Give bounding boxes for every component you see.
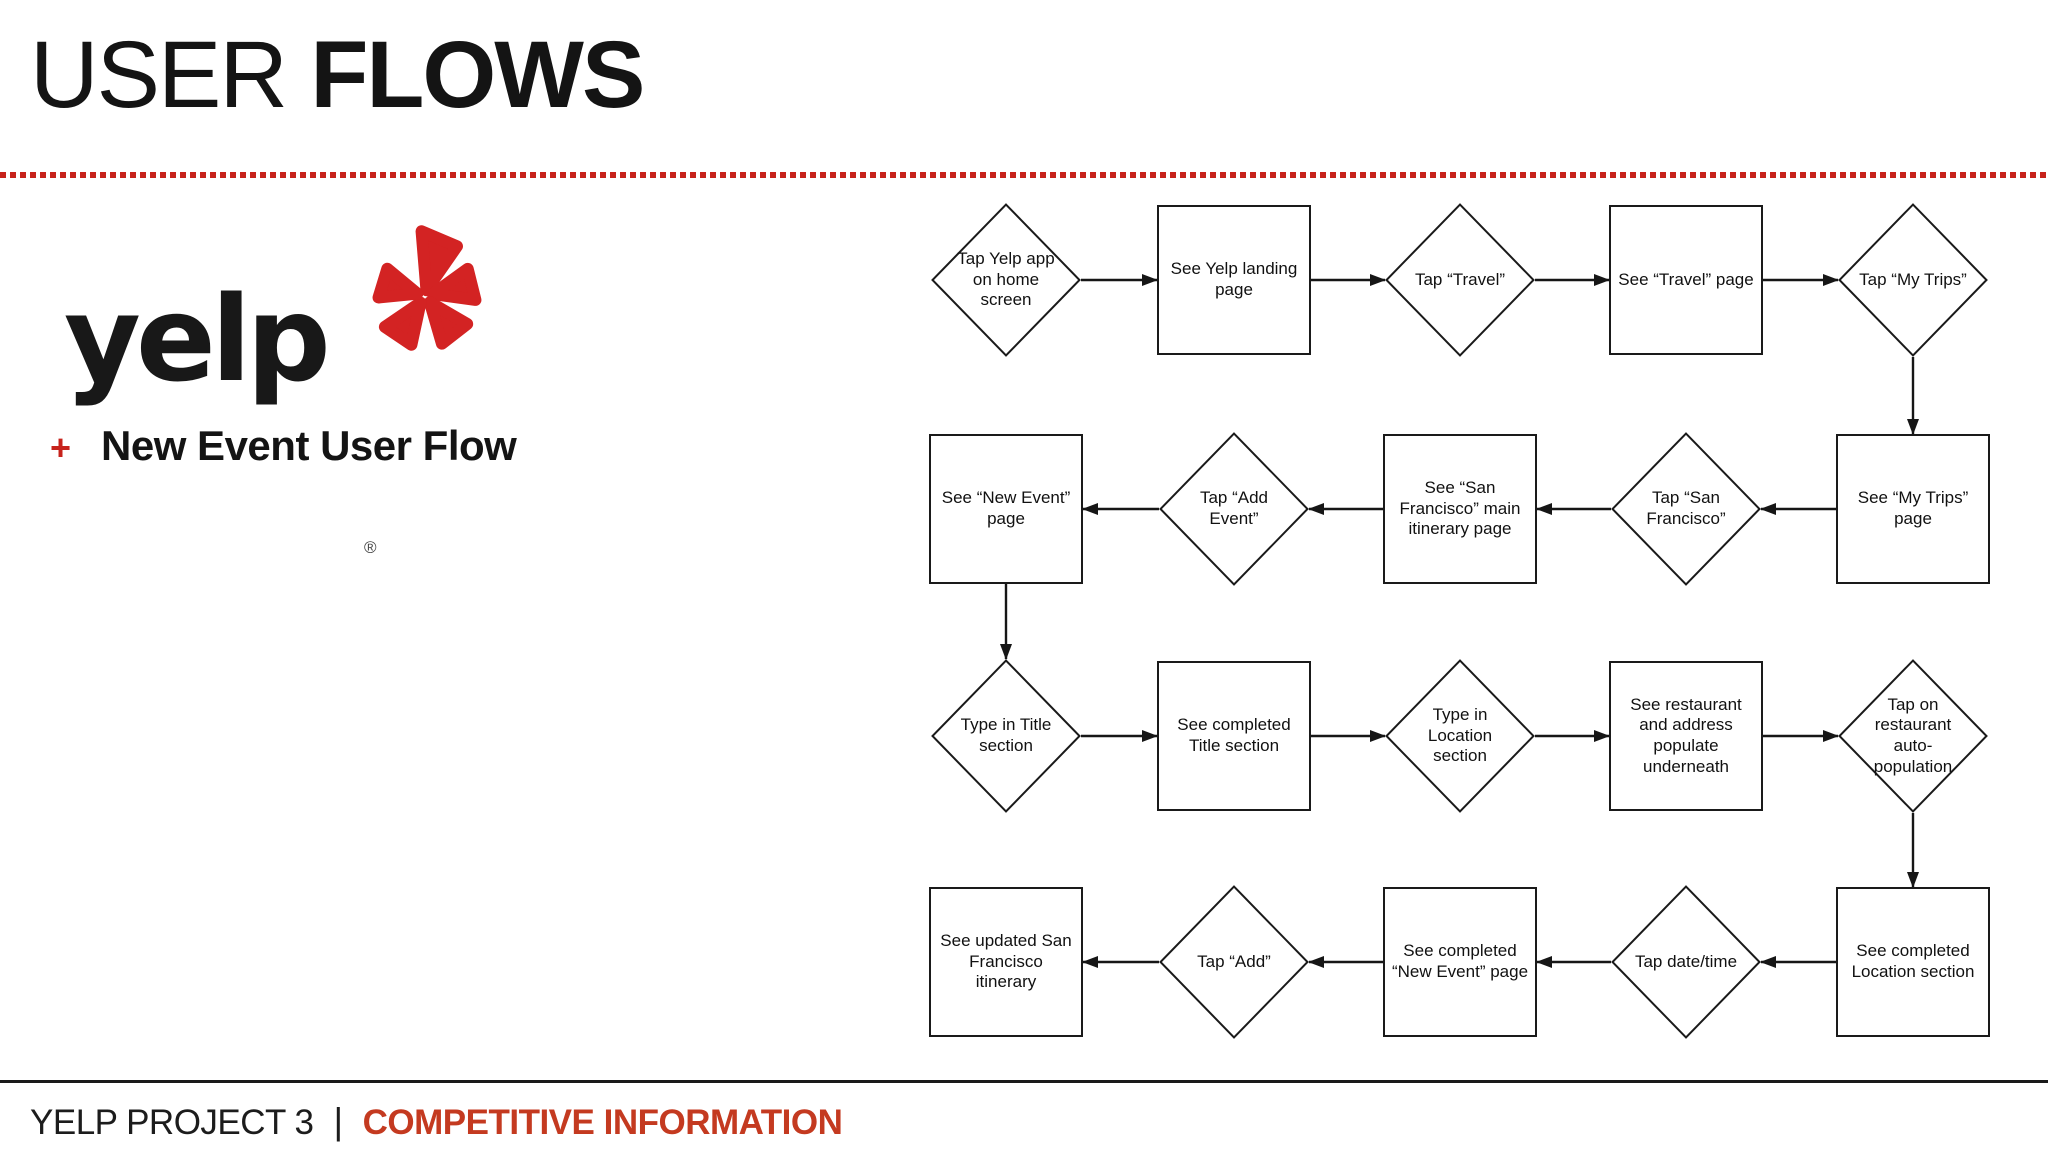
flow-node-rect: See completed Location section bbox=[1836, 887, 1990, 1037]
flow-node-diamond: Type in Title section bbox=[931, 659, 1081, 813]
flow-node-label: Tap “Add Event” bbox=[1199, 488, 1269, 528]
diamond-shape bbox=[931, 203, 1081, 357]
flow-node-diamond: Tap “Travel” bbox=[1385, 203, 1535, 357]
flow-node-diamond: Tap “Add Event” bbox=[1159, 432, 1309, 586]
flow-node-diamond: Tap “My Trips” bbox=[1838, 203, 1988, 357]
diamond-shape bbox=[1385, 203, 1535, 357]
flow-node-diamond: Tap “Add” bbox=[1159, 885, 1309, 1039]
plus-bullet-icon: + bbox=[50, 427, 72, 468]
flow-node-rect: See completed “New Event” page bbox=[1383, 887, 1537, 1037]
flow-node-label: See “Travel” page bbox=[1618, 269, 1754, 289]
flow-heading-label: New Event User Flow bbox=[101, 422, 517, 469]
flow-node-diamond: Tap “San Francisco” bbox=[1611, 432, 1761, 586]
flow-node-label: Tap date/time bbox=[1634, 951, 1738, 971]
diamond-shape bbox=[1838, 203, 1988, 357]
diamond-shape bbox=[1838, 659, 1988, 813]
flow-node-label: See Yelp landing page bbox=[1170, 259, 1298, 299]
footer-rule bbox=[0, 1080, 2048, 1083]
flow-node-rect: See updated San Francisco itinerary bbox=[929, 887, 1083, 1037]
diamond-shape bbox=[1611, 432, 1761, 586]
flow-node-label: See completed “New Event” page bbox=[1391, 941, 1529, 981]
flow-node-rect: See completed Title section bbox=[1157, 661, 1311, 811]
flow-node-label: See restaurant and address populate unde… bbox=[1630, 694, 1742, 776]
diamond-shape bbox=[1385, 659, 1535, 813]
flow-node-label: Tap “My Trips” bbox=[1859, 269, 1967, 289]
yelp-wordmark: yelp bbox=[64, 270, 331, 408]
flow-node-rect: See restaurant and address populate unde… bbox=[1609, 661, 1763, 811]
flow-heading: + New Event User Flow bbox=[50, 422, 517, 470]
yelp-burst-icon bbox=[372, 225, 482, 351]
page-title-bold: FLOWS bbox=[310, 22, 645, 128]
flow-node-label: Type in Title section bbox=[960, 715, 1052, 755]
diamond-shape bbox=[1611, 885, 1761, 1039]
flow-node-label: See “New Event” page bbox=[941, 488, 1071, 528]
flow-node-label: Tap on restaurant auto-population bbox=[1873, 694, 1953, 776]
flow-node-diamond: Tap Yelp app on home screen bbox=[931, 203, 1081, 357]
flow-node-label: See “My Trips” page bbox=[1857, 488, 1969, 528]
flow-node-label: See updated San Francisco itinerary bbox=[940, 930, 1072, 992]
footer-divider: | bbox=[333, 1101, 344, 1142]
footer-project-label: YELP PROJECT 3 bbox=[30, 1103, 314, 1142]
flow-node-label: Tap “Travel” bbox=[1414, 269, 1506, 289]
footer: YELP PROJECT 3 | COMPETITIVE INFORMATION bbox=[30, 1101, 843, 1143]
page-title: USER FLOWS bbox=[30, 28, 645, 123]
flow-node-rect: See “Travel” page bbox=[1609, 205, 1763, 355]
diamond-shape bbox=[931, 659, 1081, 813]
diamond-shape bbox=[1159, 432, 1309, 586]
flow-node-label: Tap Yelp app on home screen bbox=[957, 248, 1055, 310]
flow-node-label: Tap “Add” bbox=[1197, 951, 1271, 971]
footer-section-label: COMPETITIVE INFORMATION bbox=[362, 1103, 843, 1142]
flow-node-rect: See “New Event” page bbox=[929, 434, 1083, 584]
flow-node-label: Type in Location section bbox=[1427, 704, 1493, 766]
diamond-shape bbox=[1159, 885, 1309, 1039]
flow-node-label: See “San Francisco” main itinerary page bbox=[1399, 477, 1521, 539]
registered-trademark-icon: ® bbox=[364, 538, 377, 557]
flow-node-rect: See “My Trips” page bbox=[1836, 434, 1990, 584]
dotted-divider bbox=[0, 172, 2048, 178]
flow-node-rect: See Yelp landing page bbox=[1157, 205, 1311, 355]
flow-node-diamond: Tap date/time bbox=[1611, 885, 1761, 1039]
flow-node-label: See completed Title section bbox=[1177, 715, 1291, 755]
flow-node-diamond: Type in Location section bbox=[1385, 659, 1535, 813]
flow-node-label: Tap “San Francisco” bbox=[1646, 488, 1726, 528]
flow-node-diamond: Tap on restaurant auto-population bbox=[1838, 659, 1988, 813]
page-title-regular: USER bbox=[30, 22, 311, 128]
yelp-logo: yelp ® bbox=[64, 200, 482, 557]
flow-node-rect: See “San Francisco” main itinerary page bbox=[1383, 434, 1537, 584]
flow-node-label: See completed Location section bbox=[1851, 941, 1975, 981]
